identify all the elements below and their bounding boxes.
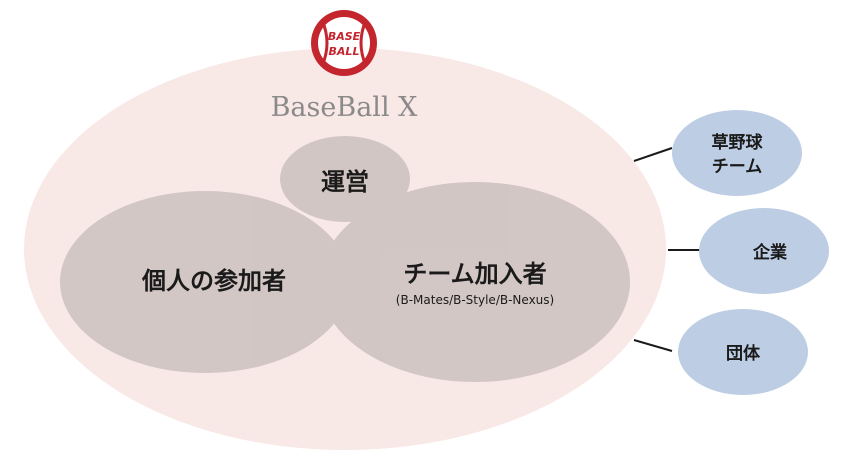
team-members-sublabel: (B-Mates/B-Style/B-Nexus) (396, 293, 554, 307)
connector-line-organization (633, 339, 673, 352)
svg-text:BALL: BALL (329, 45, 360, 58)
team-members-label: チーム加入者 (403, 260, 546, 288)
individual-participants-circle (60, 191, 350, 373)
brand-name: BaseBall X (271, 92, 419, 123)
connector-line-amateur-team (633, 147, 673, 162)
operations-circle (280, 136, 410, 222)
amateur-team-label-line2: チーム (712, 157, 763, 177)
amateur-team-label-line1: 草野球 (712, 133, 764, 153)
individual-participants-label: 個人の参加者 (141, 267, 286, 295)
participant-circles (60, 136, 630, 382)
partner-organization: 団体 (678, 309, 808, 395)
organization-label: 団体 (726, 343, 761, 364)
partner-amateur-team: 草野球 チーム (672, 110, 802, 196)
partner-company: 企業 (699, 208, 829, 294)
svg-text:BASE: BASE (328, 30, 361, 43)
operations-label: 運営 (321, 168, 369, 196)
baseball-logo-icon: BASE BALL (311, 10, 377, 76)
team-members-circle (320, 182, 630, 382)
company-label: 企業 (752, 242, 787, 263)
